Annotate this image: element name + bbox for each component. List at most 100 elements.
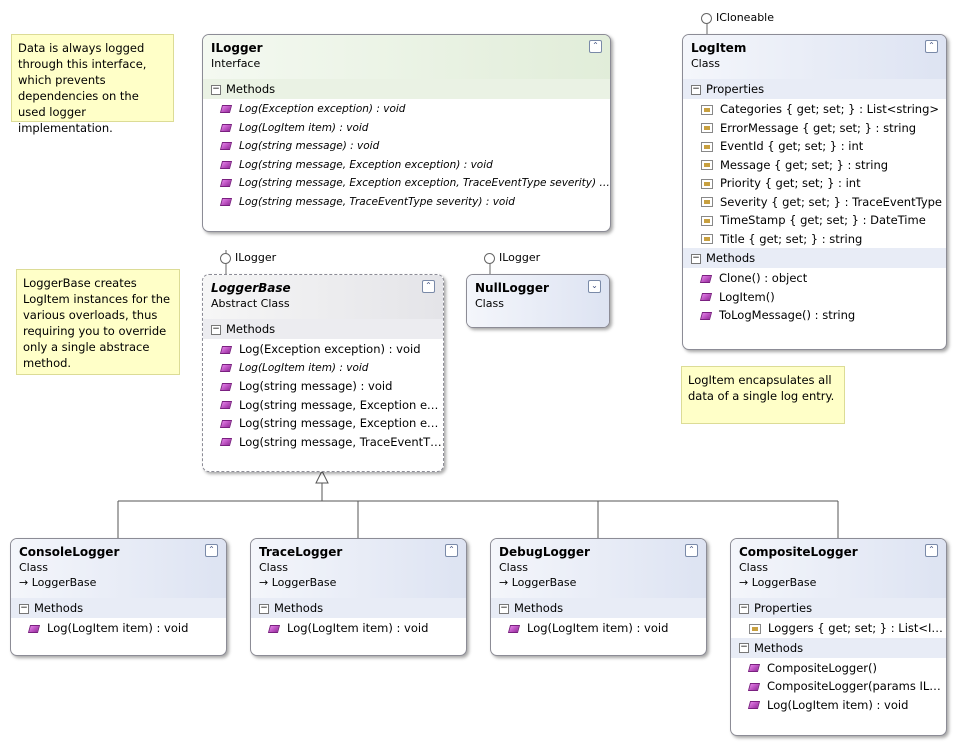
minus-icon[interactable]: − bbox=[259, 602, 269, 614]
ilogger-method[interactable]: Log(LogItem item) : void bbox=[203, 119, 610, 138]
debuglogger-header: DebugLogger Class → LoggerBase ⌃ bbox=[491, 539, 706, 598]
method-label: ToLogMessage() : string bbox=[719, 308, 856, 322]
logitem-property[interactable]: Categories { get; set; } : List<string> bbox=[683, 100, 946, 119]
logitem-kind: Class bbox=[691, 57, 720, 70]
ilogger-interface-shape[interactable]: ILogger Interface ⌃ −Methods Log(Excepti… bbox=[202, 34, 611, 232]
compositelogger-method[interactable]: CompositeLogger(params IL… bbox=[731, 677, 946, 696]
collapse-icon[interactable]: ⌃ bbox=[422, 280, 435, 293]
compositelogger-method[interactable]: Log(LogItem item) : void bbox=[731, 696, 946, 715]
ilogger-method[interactable]: Log(Exception exception) : void bbox=[203, 100, 610, 119]
loggerbase-method[interactable]: Log(LogItem item) : void bbox=[203, 359, 443, 378]
compositelogger-method[interactable]: CompositeLogger() bbox=[731, 659, 946, 678]
tracelogger-methods-section[interactable]: −Methods bbox=[251, 598, 466, 618]
tracelogger-method[interactable]: Log(LogItem item) : void bbox=[251, 619, 466, 638]
ilogger-methods-section[interactable]: −Methods bbox=[203, 79, 610, 99]
method-label: Log(LogItem item) : void bbox=[287, 621, 429, 635]
debuglogger-method[interactable]: Log(LogItem item) : void bbox=[491, 619, 706, 638]
collapse-icon[interactable]: ⌃ bbox=[445, 544, 458, 557]
ilogger-method[interactable]: Log(string message, Exception exception)… bbox=[203, 156, 610, 175]
consolelogger-methods-section[interactable]: −Methods bbox=[11, 598, 226, 618]
interface-lollipop-icon bbox=[484, 252, 495, 264]
minus-icon[interactable]: − bbox=[691, 252, 701, 264]
loggerbase-method[interactable]: Log(string message, TraceEventT… bbox=[203, 433, 443, 452]
collapse-icon[interactable]: ⌃ bbox=[685, 544, 698, 557]
ilogger-method[interactable]: Log(string message, TraceEventType sever… bbox=[203, 193, 610, 212]
logitem-method[interactable]: LogItem() bbox=[683, 288, 946, 307]
debuglogger-methods-section[interactable]: −Methods bbox=[491, 598, 706, 618]
interface-lollipop-icon bbox=[220, 252, 231, 264]
loggerbase-method[interactable]: Log(string message, Exception ex… bbox=[203, 396, 443, 415]
logitem-class-shape[interactable]: LogItem Class ⌃ −Properties Categories {… bbox=[682, 34, 947, 350]
collapse-icon[interactable]: ⌃ bbox=[925, 40, 938, 53]
loggerbase-class-shape[interactable]: LoggerBase Abstract Class ⌃ −Methods Log… bbox=[202, 274, 444, 472]
compositelogger-base: → LoggerBase bbox=[739, 575, 938, 590]
minus-icon[interactable]: − bbox=[739, 642, 749, 653]
nulllogger-class-shape[interactable]: NullLogger Class ⌄ bbox=[466, 274, 610, 328]
loggerbase-method[interactable]: Log(Exception exception) : void bbox=[203, 340, 443, 359]
ilogger-method[interactable]: Log(string message, Exception exception,… bbox=[203, 174, 610, 193]
collapse-icon[interactable]: ⌃ bbox=[205, 544, 218, 557]
logitem-property[interactable]: Severity { get; set; } : TraceEventType bbox=[683, 193, 946, 212]
collapse-icon[interactable]: ⌃ bbox=[925, 544, 938, 557]
loggerbase-method[interactable]: Log(string message, Exception ex… bbox=[203, 414, 443, 433]
logitem-property[interactable]: Title { get; set; } : string bbox=[683, 230, 946, 249]
consolelogger-kind: Class bbox=[19, 561, 48, 574]
logitem-property[interactable]: ErrorMessage { get; set; } : string bbox=[683, 119, 946, 138]
logitem-property[interactable]: Message { get; set; } : string bbox=[683, 156, 946, 175]
consolelogger-header: ConsoleLogger Class → LoggerBase ⌃ bbox=[11, 539, 226, 598]
methods-label: Methods bbox=[754, 640, 804, 655]
property-label: TimeStamp { get; set; } : DateTime bbox=[720, 213, 926, 227]
property-icon bbox=[701, 104, 713, 115]
loggerbase-method[interactable]: Log(string message) : void bbox=[203, 377, 443, 396]
minus-icon[interactable]: − bbox=[739, 602, 749, 614]
base-class-label: LoggerBase bbox=[751, 576, 817, 589]
logitem-properties-section[interactable]: −Properties bbox=[683, 79, 946, 99]
method-label: Log(LogItem item) : void bbox=[239, 361, 369, 374]
ilogger-method[interactable]: Log(string message) : void bbox=[203, 137, 610, 156]
minus-icon[interactable]: − bbox=[499, 602, 509, 614]
method-icon bbox=[267, 624, 281, 633]
expand-icon[interactable]: ⌄ bbox=[588, 280, 601, 293]
tracelogger-base: → LoggerBase bbox=[259, 575, 458, 590]
note-logitem[interactable]: LogItem encapsulates all data of a singl… bbox=[681, 366, 845, 424]
compositelogger-methods-section[interactable]: −Methods bbox=[731, 637, 946, 658]
property-icon bbox=[701, 141, 713, 152]
logitem-property[interactable]: EventId { get; set; } : int bbox=[683, 137, 946, 156]
methods-label: Methods bbox=[706, 251, 756, 265]
debuglogger-base: → LoggerBase bbox=[499, 575, 698, 590]
debuglogger-class-shape[interactable]: DebugLogger Class → LoggerBase ⌃ −Method… bbox=[490, 538, 707, 656]
method-icon bbox=[219, 382, 233, 391]
method-icon bbox=[747, 701, 761, 709]
compositelogger-class-shape[interactable]: CompositeLogger Class → LoggerBase ⌃ −Pr… bbox=[730, 538, 947, 736]
tracelogger-class-shape[interactable]: TraceLogger Class → LoggerBase ⌃ −Method… bbox=[250, 538, 467, 656]
method-label: Log(Exception exception) : void bbox=[239, 342, 421, 356]
loggerbase-methods-section[interactable]: −Methods bbox=[203, 319, 443, 339]
compositelogger-properties-section[interactable]: −Properties bbox=[731, 598, 946, 618]
logitem-method[interactable]: ToLogMessage() : string bbox=[683, 306, 946, 325]
minus-icon[interactable]: − bbox=[211, 83, 221, 95]
minus-icon[interactable]: − bbox=[19, 602, 29, 614]
consolelogger-class-shape[interactable]: ConsoleLogger Class → LoggerBase ⌃ −Meth… bbox=[10, 538, 227, 656]
method-icon bbox=[219, 105, 233, 113]
method-label: Log(LogItem item) : void bbox=[47, 621, 189, 635]
logitem-property[interactable]: Priority { get; set; } : int bbox=[683, 174, 946, 193]
ilogger-kind: Interface bbox=[211, 57, 261, 70]
logitem-property[interactable]: TimeStamp { get; set; } : DateTime bbox=[683, 211, 946, 230]
method-label: Log(LogItem item) : void bbox=[239, 121, 369, 134]
note-loggerbase[interactable]: LoggerBase creates LogItem instances for… bbox=[16, 269, 180, 375]
properties-label: Properties bbox=[706, 82, 765, 96]
methods-label: Methods bbox=[514, 601, 564, 615]
compositelogger-kind: Class bbox=[739, 561, 768, 574]
note-ilogger[interactable]: Data is always logged through this inter… bbox=[11, 34, 174, 135]
minus-icon[interactable]: − bbox=[211, 323, 221, 335]
logitem-methods-section[interactable]: −Methods bbox=[683, 248, 946, 268]
collapse-icon[interactable]: ⌃ bbox=[589, 40, 602, 53]
consolelogger-method[interactable]: Log(LogItem item) : void bbox=[11, 619, 226, 638]
nulllogger-ilogger-lollipop: ILogger bbox=[484, 251, 540, 265]
consolelogger-name: ConsoleLogger bbox=[19, 545, 120, 559]
compositelogger-property[interactable]: Loggers { get; set; } : List<ILo… bbox=[731, 619, 946, 638]
minus-icon[interactable]: − bbox=[691, 83, 701, 95]
logitem-method[interactable]: Clone() : object bbox=[683, 269, 946, 288]
method-label: Log(string message, TraceEventT… bbox=[239, 434, 442, 449]
consolelogger-base: → LoggerBase bbox=[19, 575, 218, 590]
